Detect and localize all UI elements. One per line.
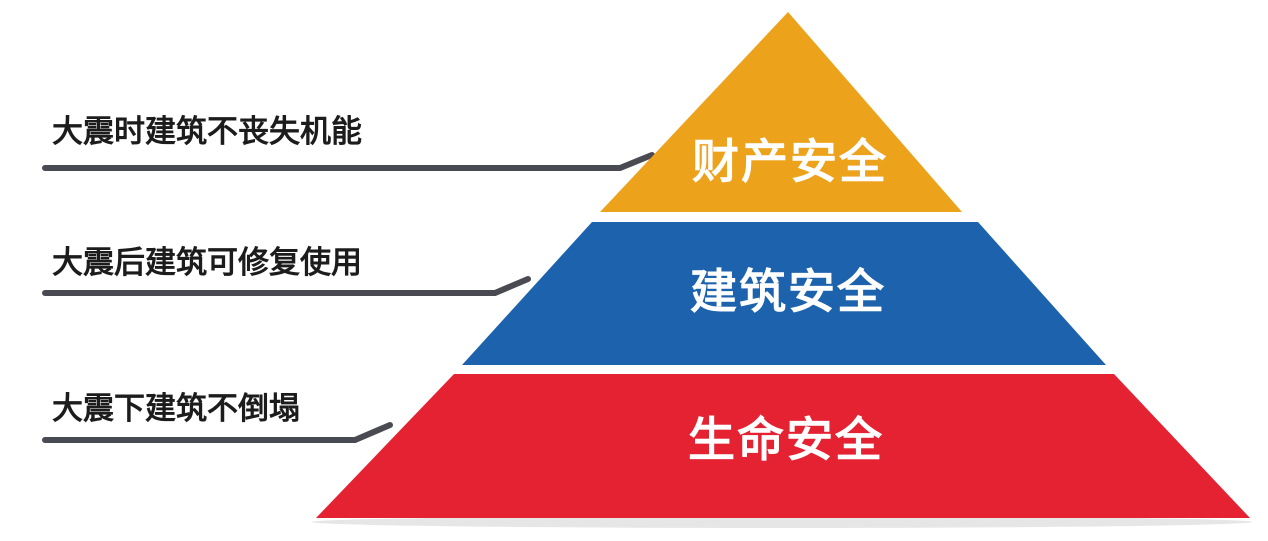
annotation-bottom-label: 大震下建筑不倒塌 xyxy=(52,391,300,427)
leader-line-top xyxy=(42,152,655,171)
tier-label-life-safety: 生命安全 xyxy=(688,413,884,468)
pyramid-tier-property-safety xyxy=(600,12,962,212)
annotation-middle-label: 大震后建筑可修复使用 xyxy=(52,245,362,281)
tier-label-building-safety: 建筑安全 xyxy=(690,265,886,320)
leader-line-bottom xyxy=(42,422,393,443)
leader-line-middle xyxy=(42,276,531,296)
pyramid-shadow xyxy=(312,516,1252,528)
pyramid-tier-building-safety xyxy=(462,222,1106,365)
tier-label-property-safety: 财产安全 xyxy=(692,135,888,190)
pyramid-tier-life-safety xyxy=(316,374,1250,518)
annotation-top-label: 大震时建筑不丧失机能 xyxy=(52,114,362,150)
